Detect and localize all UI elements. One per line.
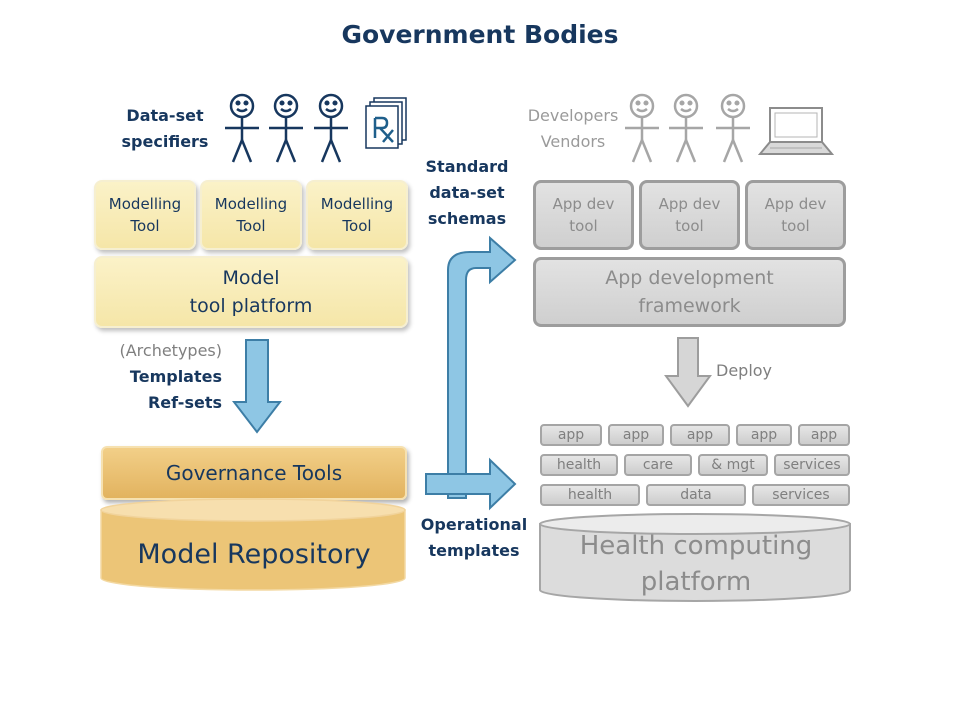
schemas-label-line2: data-set (429, 183, 505, 202)
refsets-label: Ref-sets (147, 393, 222, 412)
model-platform-line2: tool platform (189, 295, 313, 317)
modelling-tool-line1: Modelling (214, 195, 288, 213)
schemas-label-line3: schemas (427, 209, 507, 228)
services-pill: services (774, 454, 850, 476)
health-platform-line2: platform (640, 567, 752, 597)
care-pill: care (624, 454, 692, 476)
stick-figure-icon (314, 93, 348, 163)
templates-label: Templates (129, 367, 222, 386)
app-dev-tool-box: App dev tool (639, 180, 740, 250)
app-pill: app (798, 424, 850, 446)
mgt-pill: & mgt (698, 454, 768, 476)
operational-label-line2: templates (428, 541, 520, 560)
stick-figure-icon (669, 93, 703, 163)
health-platform-line1: Health computing (579, 531, 813, 561)
developer-figures (625, 93, 750, 163)
stick-figure-icon (269, 93, 303, 163)
app-dev-tool-line1: App dev (658, 195, 721, 213)
health-computing-platform-label: Health computing platform (538, 528, 854, 600)
standard-schemas-label: Standard data-set schemas (414, 154, 520, 232)
stick-figure-icon (625, 93, 659, 163)
deploy-arrow-icon (664, 337, 712, 408)
app-dev-tool-line2: tool (781, 217, 810, 235)
modelling-tool-box: Modelling Tool (94, 180, 196, 250)
deploy-label: Deploy (716, 361, 773, 380)
app-dev-tool-line1: App dev (552, 195, 615, 213)
data-pill: data (646, 484, 746, 506)
app-dev-tool-line2: tool (675, 217, 704, 235)
modelling-tool-line2: Tool (130, 217, 160, 235)
laptop-icon (758, 107, 834, 155)
right-arrow-icon (425, 457, 517, 511)
schemas-label-line1: Standard (425, 157, 509, 176)
developers-vendors-label: Developers Vendors (520, 103, 626, 155)
model-repository-label: Model Repository (137, 538, 371, 570)
data-set-specifiers-label: Data-set specifiers (110, 103, 220, 155)
app-dev-tool-line1: App dev (764, 195, 827, 213)
services-pill: services (752, 484, 850, 506)
app-pill: app (540, 424, 602, 446)
schema-flow-arrows (425, 235, 517, 511)
model-tool-platform-box: Model tool platform (94, 256, 408, 328)
stick-figure-icon (225, 93, 259, 163)
up-right-arrow-icon (447, 235, 517, 499)
model-repository-cylinder (100, 498, 406, 591)
specifier-figures (225, 93, 348, 163)
down-arrow-icon (232, 339, 282, 434)
app-dev-tool-box: App dev tool (533, 180, 634, 250)
app-dev-tool-line2: tool (569, 217, 598, 235)
developers-label-line2: Vendors (540, 132, 606, 151)
modelling-tool-box: Modelling Tool (200, 180, 302, 250)
stick-figure-icon (716, 93, 750, 163)
app-development-framework-box: App development framework (533, 257, 846, 327)
framework-line2: framework (638, 295, 741, 317)
governance-tools-box: Governance Tools (101, 446, 407, 500)
operational-label-line1: Operational (420, 515, 528, 534)
app-pill: app (736, 424, 792, 446)
specifiers-label-line2: specifiers (121, 132, 209, 151)
specifiers-label-line1: Data-set (126, 106, 204, 125)
framework-line1: App development (605, 267, 774, 289)
health-pill: health (540, 454, 618, 476)
health-computing-platform-cylinder (539, 513, 851, 602)
model-platform-line1: Model (222, 267, 280, 289)
modelling-tool-box: Modelling Tool (306, 180, 408, 250)
prescription-documents-icon (365, 97, 407, 149)
page-title: Government Bodies (341, 20, 619, 49)
app-pill: app (608, 424, 664, 446)
modelling-tool-line2: Tool (342, 217, 372, 235)
modelling-tool-line1: Modelling (108, 195, 182, 213)
modelling-tool-line2: Tool (236, 217, 266, 235)
archetypes-label: (Archetypes) (119, 341, 222, 360)
developers-label-line1: Developers (527, 106, 619, 125)
modelling-tool-line1: Modelling (320, 195, 394, 213)
operational-templates-label: Operational templates (414, 512, 534, 564)
app-pill: app (670, 424, 730, 446)
health-pill: health (540, 484, 640, 506)
app-dev-tool-box: App dev tool (745, 180, 846, 250)
